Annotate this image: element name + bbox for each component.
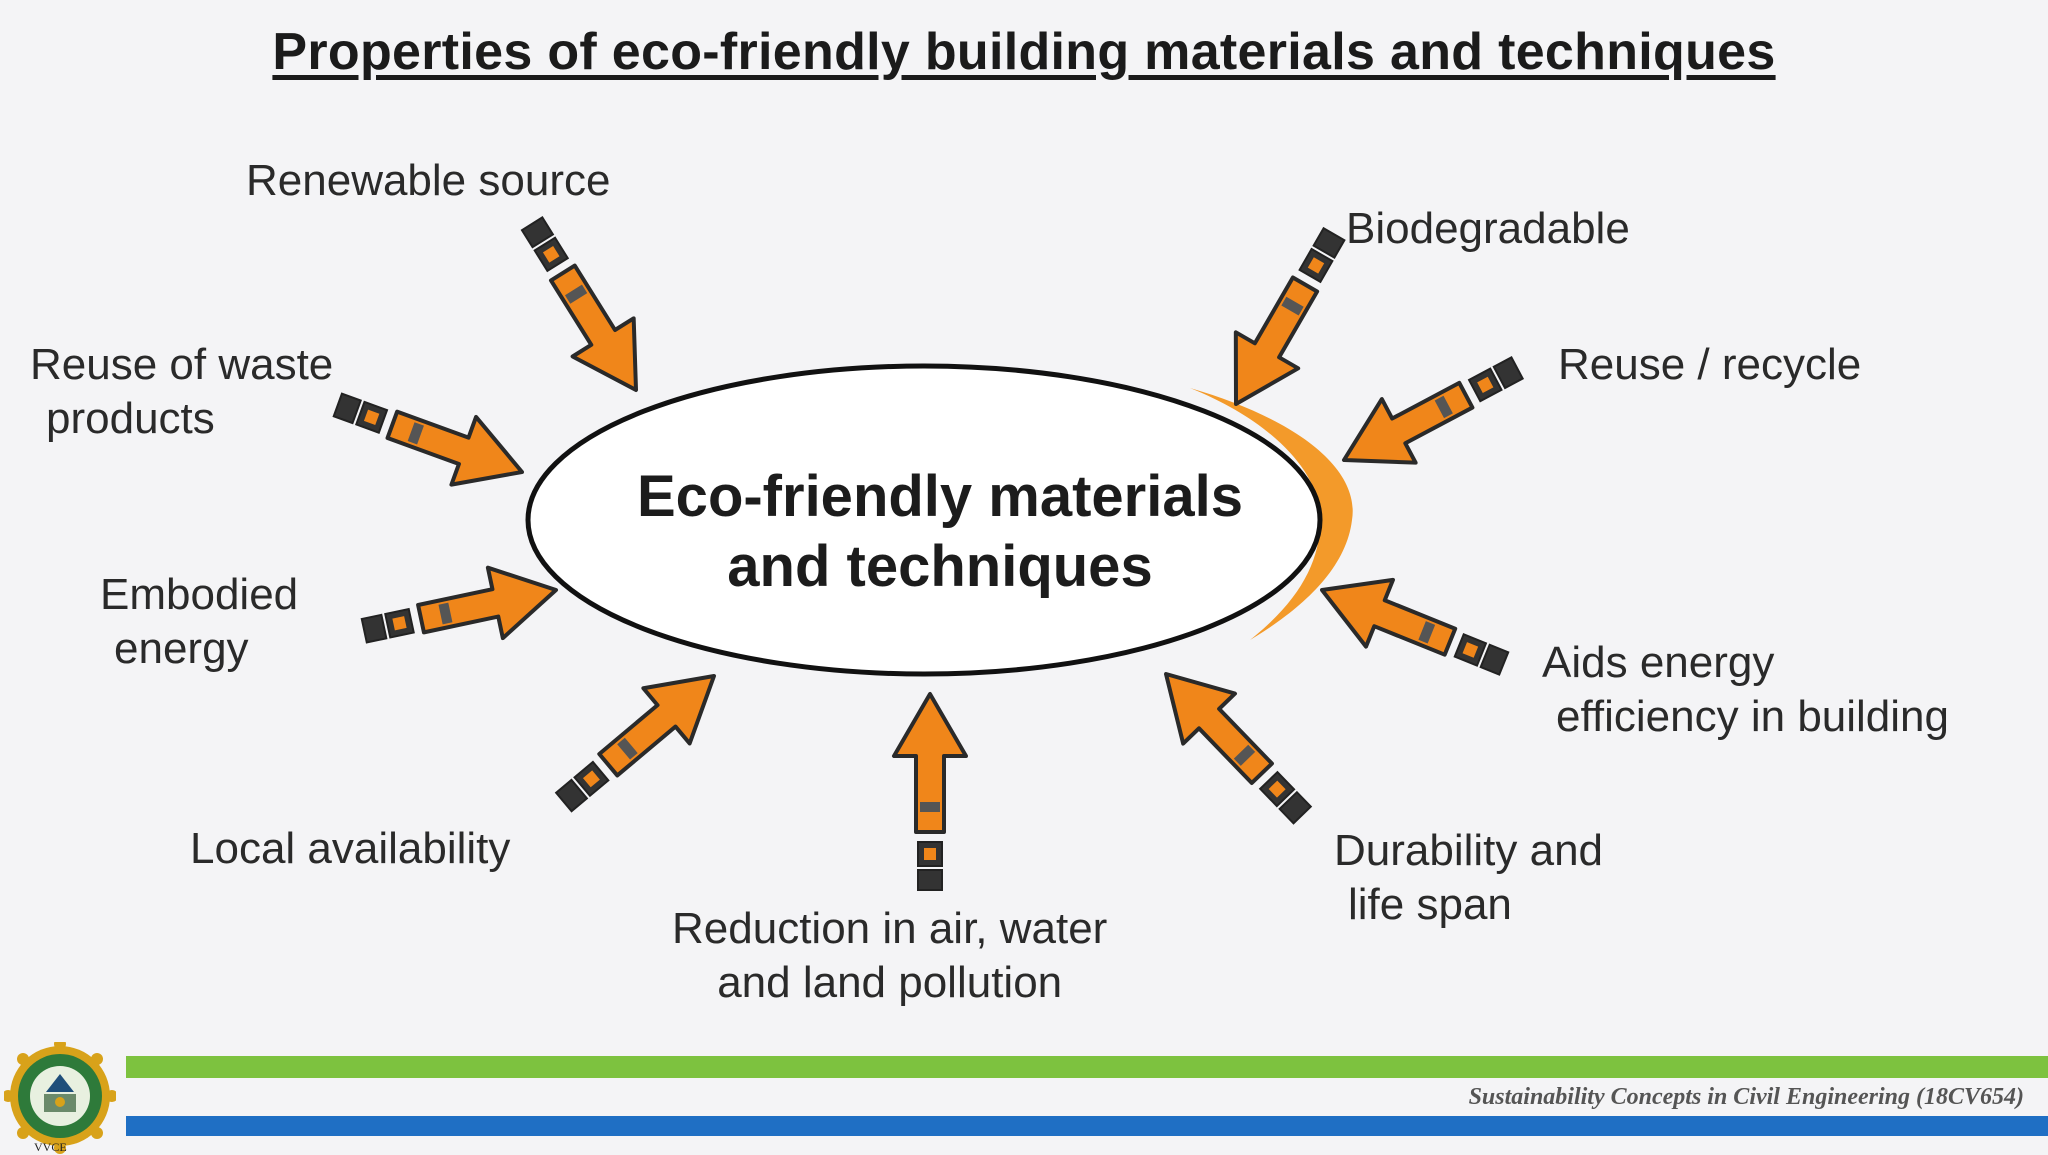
arrow-reduction-pollution (892, 692, 968, 892)
diagram-title: Properties of eco-friendly building mate… (272, 23, 1776, 81)
arrow-reuse-recycle (1327, 336, 1534, 492)
label-biodegradable: Biodegradable (1346, 204, 1630, 253)
label-aids-line2: efficiency in building (1556, 692, 1949, 741)
label-embodied-line2: energy (114, 624, 249, 673)
footer-blue-bar (126, 1116, 2048, 1136)
label-embodied-energy: Embodied energy (100, 568, 298, 676)
center-ellipse (525, 363, 1323, 677)
footer-green-bar (126, 1056, 2048, 1078)
center-label-line2: and techniques (727, 534, 1153, 599)
arrow-reuse-waste (323, 369, 537, 508)
arrow-local-availability (538, 646, 740, 832)
footer-course-title: Sustainability Concepts in Civil Enginee… (1468, 1084, 2024, 1110)
label-durability-line1: Durability and (1334, 826, 1604, 875)
label-reuse-waste-line1: Reuse of waste (30, 340, 334, 389)
center-label-line1: Eco-friendly materials (637, 464, 1243, 529)
label-durability-line2: life span (1348, 880, 1512, 929)
label-durability: Durability and life span (1334, 824, 1603, 932)
center-label: Eco-friendly materials and techniques (530, 462, 1350, 602)
arrow-renewable-source (499, 202, 669, 412)
arrow-biodegradable (1202, 214, 1368, 424)
label-reuse-waste-line2: products (46, 394, 215, 443)
arrow-durability (1138, 646, 1331, 842)
label-reduction-line1: Reduction in air, water (672, 904, 1108, 953)
label-aids-energy: Aids energy efficiency in building (1542, 636, 1949, 744)
label-reuse-recycle: Reuse / recycle (1558, 340, 1862, 389)
label-reduction-line2: and land pollution (717, 958, 1063, 1007)
label-reduction-pollution: Reduction in air, water and land polluti… (672, 902, 1107, 1010)
college-logo-icon (4, 1042, 116, 1154)
ellipse-glow (1190, 388, 1353, 640)
college-abbrev: VVCE (34, 1140, 67, 1154)
label-local-availability: Local availability (190, 824, 511, 873)
label-aids-line1: Aids energy (1542, 638, 1775, 687)
label-embodied-line1: Embodied (100, 570, 299, 619)
label-reuse-waste: Reuse of waste products (30, 338, 333, 446)
label-renewable-source: Renewable source (246, 156, 611, 205)
